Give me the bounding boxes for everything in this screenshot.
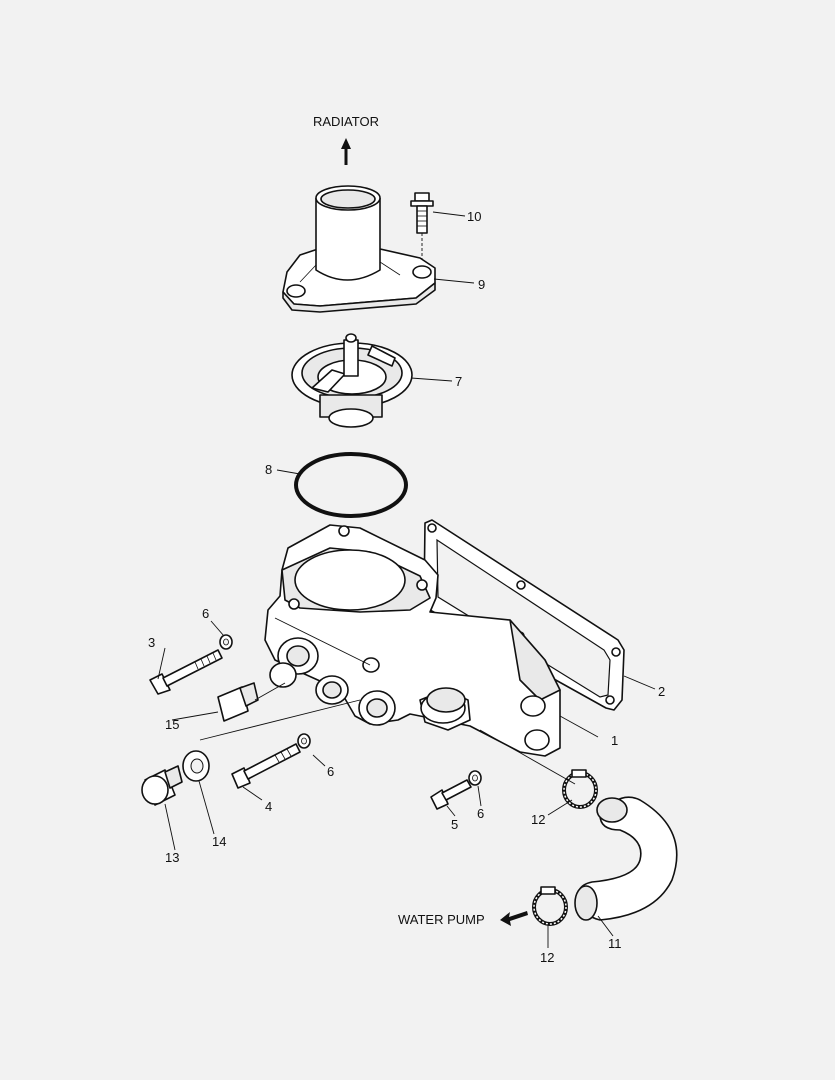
- washer-14: [182, 750, 210, 782]
- o-ring-8: [294, 452, 408, 518]
- bolt-10: [410, 192, 434, 263]
- callout-6a: 6: [202, 606, 209, 621]
- callout-12a: 12: [531, 812, 545, 827]
- callout-6c: 6: [477, 806, 484, 821]
- callout-11: 11: [608, 936, 622, 951]
- water-pump-arrow: [500, 911, 528, 926]
- callouts: 1 2 3 4 5 6 6 6 7 8 9 10 11 12 12 13 14 …: [148, 209, 665, 965]
- callout-9: 9: [478, 277, 485, 292]
- water-pump-label: WATER PUMP: [398, 912, 485, 927]
- bolt-5: [430, 779, 472, 810]
- callout-5: 5: [451, 817, 458, 832]
- radiator-label: RADIATOR: [313, 114, 379, 129]
- callout-1: 1: [611, 733, 618, 748]
- plug-15: [217, 682, 259, 722]
- callout-13: 13: [165, 850, 179, 865]
- clamp-12b: [532, 886, 568, 926]
- callout-8: 8: [265, 462, 272, 477]
- thermostat-cover-9: [282, 185, 436, 313]
- bolt-4: [231, 743, 301, 789]
- callout-2: 2: [658, 684, 665, 699]
- radiator-arrow: [341, 138, 351, 165]
- leader-lines: [157, 211, 656, 948]
- callout-10: 10: [467, 209, 481, 224]
- callout-7: 7: [455, 374, 462, 389]
- callout-12b: 12: [540, 950, 554, 965]
- thermostat-7: [291, 333, 413, 428]
- clamp-12a: [562, 769, 598, 809]
- bolt-3: [149, 649, 223, 695]
- callout-15: 15: [165, 717, 179, 732]
- callout-4: 4: [265, 799, 272, 814]
- hose-11: [574, 796, 678, 921]
- plug-13: [141, 765, 183, 806]
- callout-6b: 6: [327, 764, 334, 779]
- callout-3: 3: [148, 635, 155, 650]
- housing-body-1: [264, 524, 561, 757]
- callout-14: 14: [212, 834, 226, 849]
